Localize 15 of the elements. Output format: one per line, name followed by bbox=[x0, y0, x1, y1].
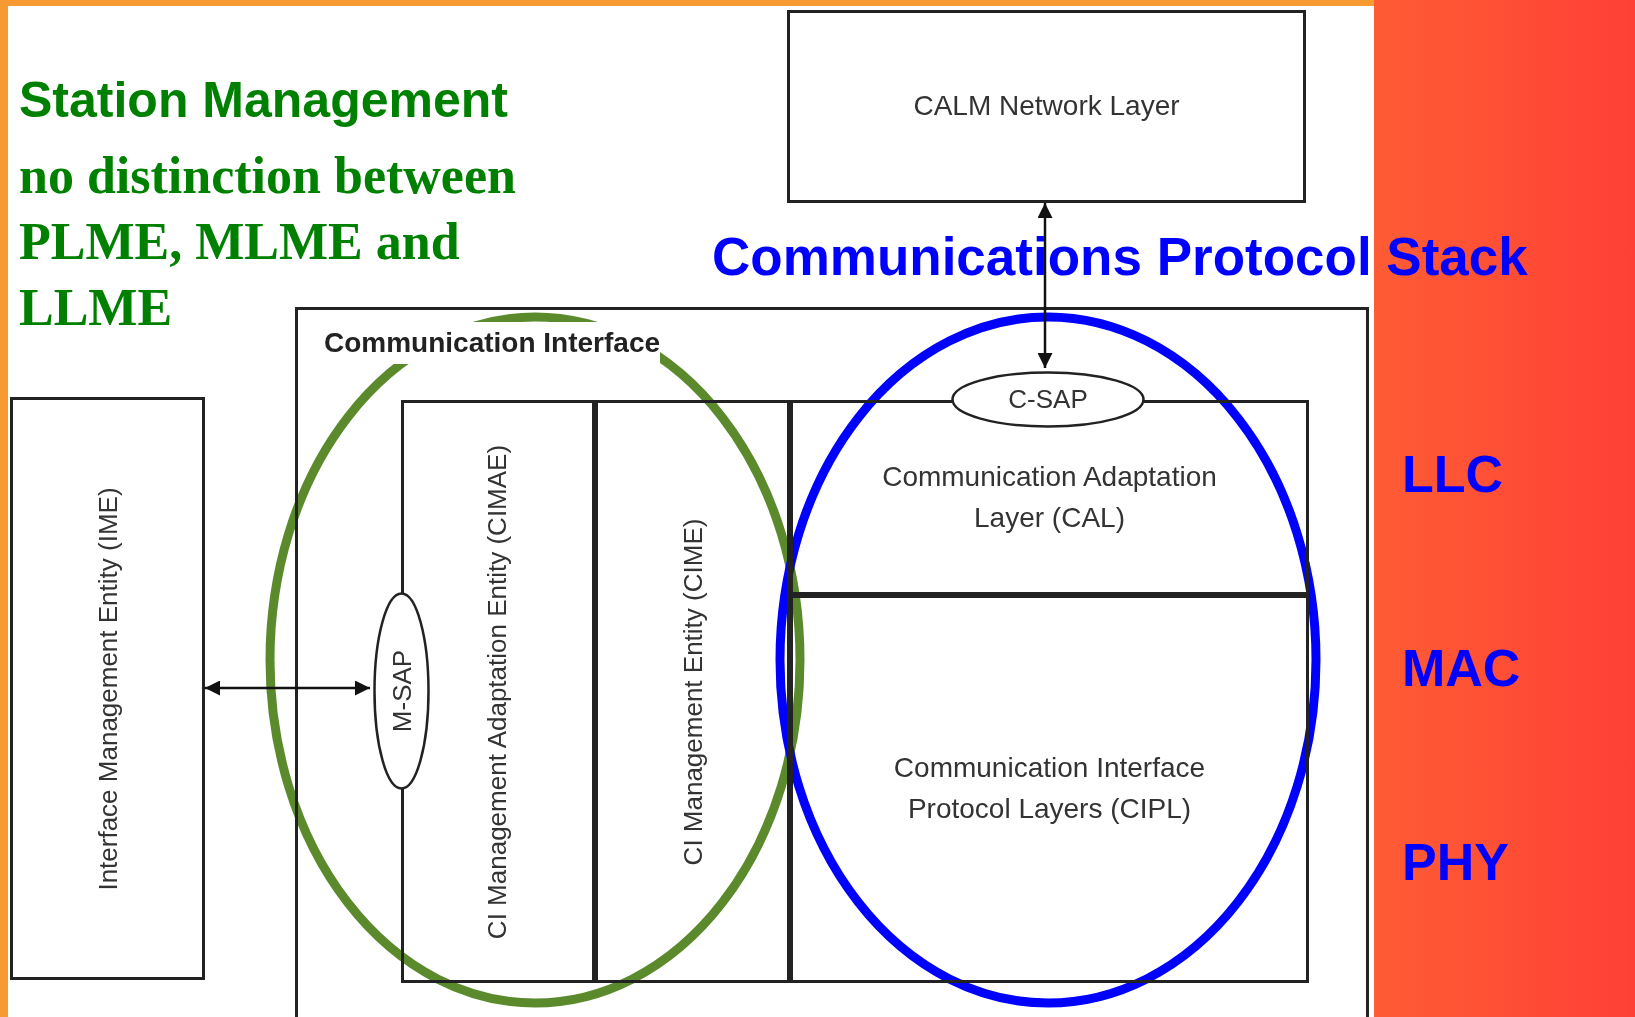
layer-box bbox=[595, 400, 790, 983]
sap-label: C-SAP bbox=[1008, 383, 1088, 416]
layer-abbreviation: PHY bbox=[1402, 836, 1509, 888]
container-heading: Communication Interface bbox=[324, 322, 661, 364]
sap-ellipse bbox=[951, 371, 1145, 428]
double-arrow bbox=[205, 680, 370, 696]
station-management-heading: Station Management bbox=[19, 75, 508, 125]
layer-box bbox=[787, 10, 1306, 203]
layer-box bbox=[10, 397, 205, 980]
layer-abbreviation: LLC bbox=[1402, 448, 1504, 500]
layer-box bbox=[790, 595, 1309, 983]
layer-abbreviation: MAC bbox=[1402, 642, 1521, 694]
container-box bbox=[295, 307, 1369, 1017]
sap-ellipse bbox=[373, 592, 430, 790]
sap-label: M-SAP bbox=[385, 649, 417, 733]
